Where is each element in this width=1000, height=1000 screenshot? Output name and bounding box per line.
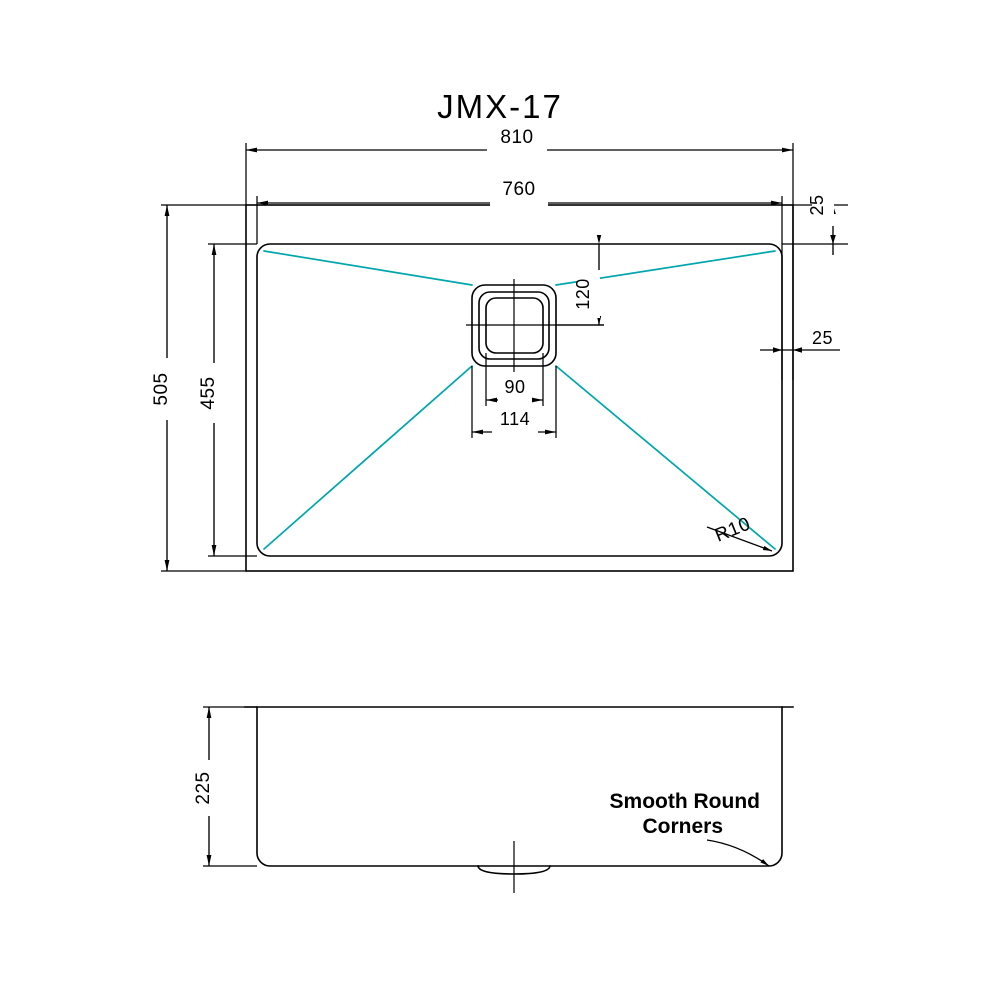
dim-label-120: 120 [573, 278, 593, 310]
callout-smooth-round-corners: Smooth Round Corners [610, 790, 770, 867]
dim-label-810: 810 [500, 127, 533, 148]
dim-label-505: 505 [151, 372, 172, 405]
dim-overall-width-810: 810 [245, 127, 794, 205]
dim-label-flange-top-25: 25 [807, 194, 827, 215]
dim-bowl-height-225: 225 [193, 706, 257, 867]
note-line-1: Smooth Round [610, 790, 760, 813]
callout-corner-radius-r10: R10 [706, 514, 773, 552]
dim-label-114: 114 [500, 409, 530, 429]
dim-label-flange-side-25: 25 [812, 328, 833, 348]
dim-drain-inner-90: 90 [485, 353, 544, 406]
dim-flange-top-25: 25 [782, 186, 848, 255]
dim-bowl-depth-455: 455 [198, 243, 257, 557]
front-elevation-view: 225 Smooth Round Corners [193, 706, 794, 893]
note-leader-line [706, 839, 770, 867]
dim-drain-offset-120: 120 [556, 235, 604, 326]
dim-bowl-width-760: 760 [256, 179, 783, 244]
top-plan-view: 810 760 505 [151, 127, 848, 572]
dim-label-760: 760 [502, 179, 535, 200]
elevation-body-outline [256, 706, 783, 867]
dim-overall-depth-505: 505 [151, 204, 246, 572]
dim-drain-outer-114: 114 [471, 366, 557, 438]
note-line-2: Corners [642, 815, 723, 838]
plan-bowl-outline [256, 243, 783, 557]
dim-flange-side-25: 25 [760, 205, 840, 380]
page-title: JMX-17 [437, 88, 563, 125]
dim-label-225: 225 [193, 771, 214, 804]
dim-label-455: 455 [198, 376, 219, 409]
dim-label-90: 90 [504, 377, 525, 397]
